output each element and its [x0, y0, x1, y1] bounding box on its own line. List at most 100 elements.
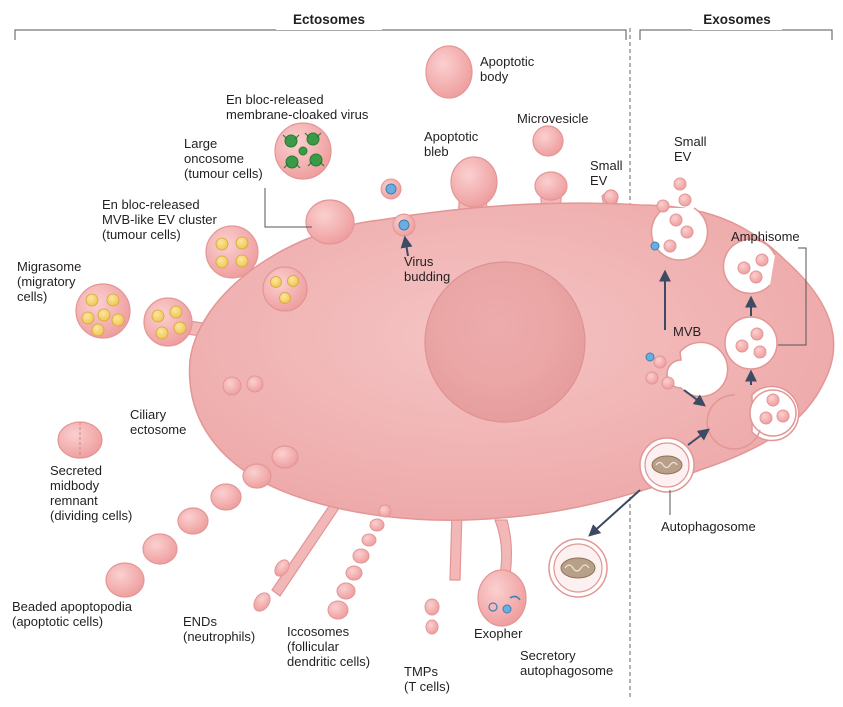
secreting-mvb	[650, 193, 709, 261]
svg-text:Secretory: Secretory	[520, 648, 576, 663]
ectosomes-bracket	[14, 29, 627, 40]
label-amphisome: Amphisome	[731, 229, 800, 244]
amphisome-vesicle	[722, 238, 776, 295]
mitochondrion-icon	[651, 455, 683, 475]
svg-text:Apoptotic: Apoptotic	[480, 54, 535, 69]
svg-text:Small: Small	[590, 158, 623, 173]
apoptotic-body-vesicle	[425, 45, 473, 99]
exopher-vesicle	[477, 569, 527, 627]
green-virus-icon	[284, 132, 323, 169]
migrasome-vesicles	[75, 283, 193, 347]
label-beaded-apoptopodia: Beaded apoptopodia (apoptotic cells)	[12, 599, 133, 629]
svg-text:cells): cells)	[17, 289, 47, 304]
small-ev-released	[673, 177, 687, 191]
svg-text:En bloc-released: En bloc-released	[226, 92, 324, 107]
budding-virus	[380, 178, 416, 257]
svg-text:EV: EV	[590, 173, 608, 188]
label-apoptotic-bleb: Apoptotic bleb	[424, 129, 479, 159]
svg-text:(apoptotic cells): (apoptotic cells)	[12, 614, 103, 629]
svg-text:(tumour cells): (tumour cells)	[102, 227, 181, 242]
label-small-ev-cell: Small EV	[590, 158, 623, 188]
svg-text:(neutrophils): (neutrophils)	[183, 629, 255, 644]
svg-text:TMPs: TMPs	[404, 664, 438, 679]
svg-text:Microvesicle: Microvesicle	[517, 111, 589, 126]
svg-text:MVB: MVB	[673, 324, 701, 339]
early-amphisome	[706, 385, 800, 450]
svg-text:dendritic cells): dendritic cells)	[287, 654, 370, 669]
svg-text:ectosome: ectosome	[130, 422, 186, 437]
label-secretory-autophagosome: Secretory autophagosome	[520, 648, 613, 678]
exosomes-header: Exosomes	[703, 12, 771, 27]
ciliary-ectosome-buds	[222, 375, 264, 396]
label-apoptotic-body: Apoptotic body	[480, 54, 535, 84]
svg-text:remnant: remnant	[50, 493, 98, 508]
leader-lines	[264, 188, 807, 515]
label-exopher: Exopher	[474, 626, 523, 641]
svg-text:En bloc-released: En bloc-released	[102, 197, 200, 212]
svg-text:budding: budding	[404, 269, 450, 284]
tmp-beads	[424, 598, 440, 635]
label-midbody: Secreted midbody remnant (dividing cells…	[50, 463, 132, 523]
svg-text:ENDs: ENDs	[183, 614, 217, 629]
svg-text:Secreted: Secreted	[50, 463, 102, 478]
svg-text:Large: Large	[184, 136, 217, 151]
svg-text:(tumour cells): (tumour cells)	[184, 166, 263, 181]
label-tmps: TMPs (T cells)	[404, 664, 450, 694]
nucleus	[424, 261, 586, 423]
midbody-remnant	[57, 421, 103, 459]
blue-virus-icon	[645, 352, 655, 362]
svg-text:(migratory: (migratory	[17, 274, 76, 289]
blue-virus-icon	[385, 183, 397, 195]
mitochondrion-icon	[560, 557, 596, 579]
label-iccosomes: Iccosomes (follicular dendritic cells)	[287, 624, 370, 669]
svg-text:Amphisome: Amphisome	[731, 229, 800, 244]
label-large-oncosome: Large oncosome (tumour cells)	[184, 136, 263, 181]
label-small-ev-exo: Small EV	[674, 134, 707, 164]
blue-virus-icon	[650, 241, 660, 251]
svg-text:Small: Small	[674, 134, 707, 149]
label-virus-budding: Virus budding	[404, 254, 450, 284]
cell-surface-buds	[305, 156, 619, 245]
label-enbloc-mvb: En bloc-released MVB-like EV cluster (tu…	[102, 197, 218, 242]
svg-text:Beaded apoptopodia: Beaded apoptopodia	[12, 599, 133, 614]
svg-text:Iccosomes: Iccosomes	[287, 624, 350, 639]
svg-text:Autophagosome: Autophagosome	[661, 519, 756, 534]
autophagosome-vesicle	[639, 437, 695, 493]
blue-virus-icon	[398, 219, 410, 231]
svg-text:bleb: bleb	[424, 144, 449, 159]
svg-text:autophagosome: autophagosome	[520, 663, 613, 678]
svg-text:midbody: midbody	[50, 478, 100, 493]
label-migrasome: Migrasome (migratory cells)	[17, 259, 81, 304]
svg-text:Virus: Virus	[404, 254, 434, 269]
exosomes-bracket	[639, 29, 833, 40]
secretory-autophagosome-vesicle	[548, 538, 608, 598]
svg-text:Migrasome: Migrasome	[17, 259, 81, 274]
label-microvesicle: Microvesicle	[517, 111, 589, 126]
exosome-pathway-arrows	[588, 269, 757, 537]
svg-text:MVB-like EV cluster: MVB-like EV cluster	[102, 212, 218, 227]
label-ends: ENDs (neutrophils)	[183, 614, 255, 644]
ends-fragments	[253, 559, 290, 612]
svg-text:(follicular: (follicular	[287, 639, 340, 654]
enbloc-virus-cluster	[274, 122, 332, 180]
ectosomes-header: Ectosomes	[293, 12, 365, 27]
label-enbloc-virus: En bloc-released membrane-cloaked virus	[226, 92, 369, 122]
iccosome-beads	[327, 504, 392, 620]
svg-text:(T cells): (T cells)	[404, 679, 450, 694]
svg-text:Ciliary: Ciliary	[130, 407, 167, 422]
svg-text:(dividing cells): (dividing cells)	[50, 508, 132, 523]
label-autophagosome: Autophagosome	[661, 519, 756, 534]
svg-text:EV: EV	[674, 149, 692, 164]
svg-text:Exopher: Exopher	[474, 626, 523, 641]
label-ciliary-ectosome: Ciliary ectosome	[130, 407, 186, 437]
mvb-like-cluster	[205, 225, 308, 312]
svg-text:body: body	[480, 69, 509, 84]
svg-text:membrane-cloaked virus: membrane-cloaked virus	[226, 107, 369, 122]
microvesicle-vesicle	[532, 125, 564, 157]
beaded-apoptopodia-beads	[105, 445, 299, 598]
fusing-compartment	[724, 316, 778, 370]
label-mvb: MVB	[673, 324, 701, 339]
svg-text:oncosome: oncosome	[184, 151, 244, 166]
svg-text:Apoptotic: Apoptotic	[424, 129, 479, 144]
